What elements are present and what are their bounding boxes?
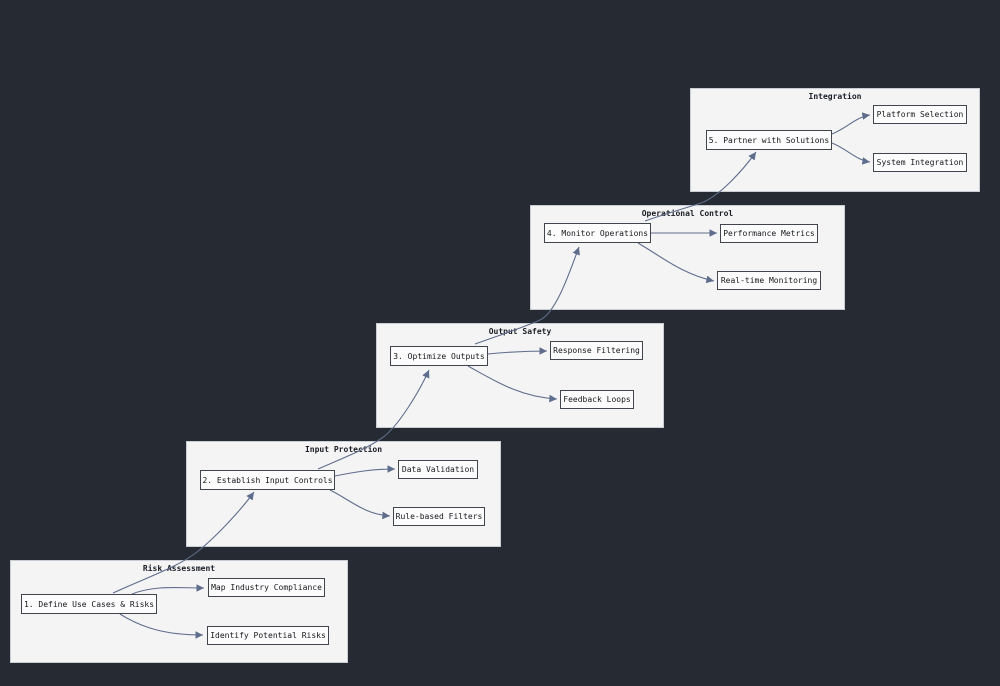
subgraph-title-output-safety: Output Safety xyxy=(488,327,552,336)
node-label: Platform Selection xyxy=(876,110,964,119)
subgraph-title-risk-assessment: Risk Assessment xyxy=(142,564,216,573)
node-label: 4. Monitor Operations xyxy=(546,228,649,238)
node-feedback-loops: Feedback Loops xyxy=(560,390,634,409)
node-label: 5. Partner with Solutions xyxy=(708,135,830,145)
node-label: System Integration xyxy=(876,158,964,167)
node-label: Real-time Monitoring xyxy=(720,276,818,285)
node-label: Response Filtering xyxy=(553,346,640,355)
node-label: Rule-based Filters xyxy=(395,512,483,521)
subgraph-operational-control: Operational Control xyxy=(530,205,845,310)
subgraph-output-safety: Output Safety xyxy=(376,323,664,428)
subgraph-input-protection: Input Protection xyxy=(186,441,501,547)
node-monitor-operations: 4. Monitor Operations xyxy=(544,223,651,243)
subgraph-title-operational-control: Operational Control xyxy=(641,209,734,218)
node-label: Performance Metrics xyxy=(723,229,815,238)
node-label: 1. Define Use Cases & Risks xyxy=(23,599,155,609)
node-rule-based-filters: Rule-based Filters xyxy=(393,507,485,526)
node-label: Data Validation xyxy=(401,465,475,474)
node-identify-potential-risks: Identify Potential Risks xyxy=(207,626,329,645)
node-platform-selection: Platform Selection xyxy=(873,105,967,124)
node-label: Map Industry Compliance xyxy=(211,583,322,592)
node-data-validation: Data Validation xyxy=(398,460,478,479)
node-response-filtering: Response Filtering xyxy=(550,341,643,360)
node-label: 3. Optimize Outputs xyxy=(393,351,485,361)
node-map-industry-compliance: Map Industry Compliance xyxy=(208,578,325,597)
subgraph-title-integration: Integration xyxy=(808,92,862,101)
node-realtime-monitoring: Real-time Monitoring xyxy=(717,271,821,290)
subgraph-title-input-protection: Input Protection xyxy=(304,445,383,454)
node-label: Feedback Loops xyxy=(563,395,631,404)
node-label: 2. Establish Input Controls xyxy=(202,475,333,485)
node-establish-input-controls: 2. Establish Input Controls xyxy=(200,470,335,490)
node-system-integration: System Integration xyxy=(873,153,967,172)
node-performance-metrics: Performance Metrics xyxy=(720,224,818,243)
node-optimize-outputs: 3. Optimize Outputs xyxy=(390,346,488,366)
node-label: Identify Potential Risks xyxy=(210,631,326,640)
node-define-use-cases-risks: 1. Define Use Cases & Risks xyxy=(21,594,157,614)
node-partner-with-solutions: 5. Partner with Solutions xyxy=(706,130,832,150)
